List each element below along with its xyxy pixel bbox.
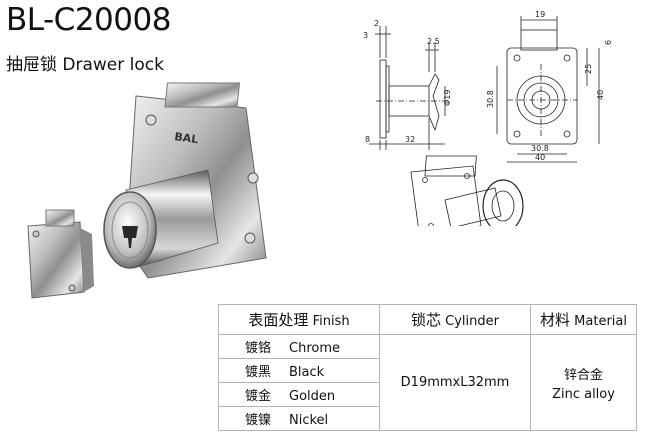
dim-front-19: 19 bbox=[535, 10, 545, 19]
dim-front-25: 25 bbox=[584, 64, 593, 74]
side-view-dims: 2 3 2.5 8 32 Φ19 bbox=[363, 19, 452, 144]
header-material: 材料 Material bbox=[530, 304, 637, 335]
header-finish-zh: 表面处理 bbox=[248, 311, 309, 329]
header-finish-en: Finish bbox=[312, 314, 350, 329]
isometric-drawing bbox=[410, 155, 524, 226]
material-cell: 锌合金 Zinc alloy bbox=[530, 334, 637, 431]
dim-front-40-v: 40 bbox=[596, 90, 605, 100]
front-view-dims: 19 9 30.8 25 40 30.8 40 bbox=[486, 10, 612, 162]
header-material-en: Material bbox=[574, 314, 627, 329]
material-en: Zinc alloy bbox=[552, 386, 615, 402]
dim-side-3: 3 bbox=[363, 31, 368, 40]
material-zh: 锌合金 bbox=[563, 367, 603, 383]
header-cylinder-en: Cylinder bbox=[445, 314, 499, 329]
strike-plate bbox=[27, 209, 94, 299]
brand-mark: BAL bbox=[174, 130, 199, 146]
cylinder-size: D19mmxL32mm bbox=[379, 334, 531, 431]
dim-front-30-8-h: 30.8 bbox=[531, 144, 549, 153]
dim-side-diameter: Φ19 bbox=[443, 90, 452, 106]
side-view-drawing bbox=[369, 26, 447, 150]
dim-side-8: 8 bbox=[365, 135, 370, 144]
header-cylinder-zh: 锁芯 bbox=[411, 311, 442, 329]
dim-side-2-5: 2.5 bbox=[427, 37, 440, 46]
spec-table-header: 表面处理 Finish 锁芯 Cylinder 材料 Material bbox=[218, 304, 637, 335]
dim-side-2: 2 bbox=[374, 19, 379, 28]
dim-front-9: 9 bbox=[603, 40, 612, 45]
dim-side-32: 32 bbox=[405, 135, 415, 144]
lock-cylinder bbox=[103, 169, 219, 269]
dim-front-40-h: 40 bbox=[535, 153, 545, 162]
dim-front-30-8-v: 30.8 bbox=[486, 90, 495, 108]
front-view-drawing bbox=[496, 16, 600, 163]
header-finish: 表面处理 Finish bbox=[218, 304, 380, 335]
subtitle-zh: 抽屉锁 bbox=[6, 55, 57, 75]
model-number: BL-C20008 bbox=[6, 2, 171, 38]
product-subtitle: 抽屉锁 Drawer lock bbox=[6, 50, 164, 75]
subtitle-en: Drawer lock bbox=[62, 55, 164, 75]
product-photo: BAL bbox=[27, 82, 267, 299]
header-material-zh: 材料 bbox=[540, 311, 571, 329]
header-cylinder: 锁芯 Cylinder bbox=[379, 304, 531, 335]
technical-drawings: 2 3 2.5 8 32 Φ19 19 9 30.8 25 40 30.8 40 bbox=[363, 10, 612, 226]
